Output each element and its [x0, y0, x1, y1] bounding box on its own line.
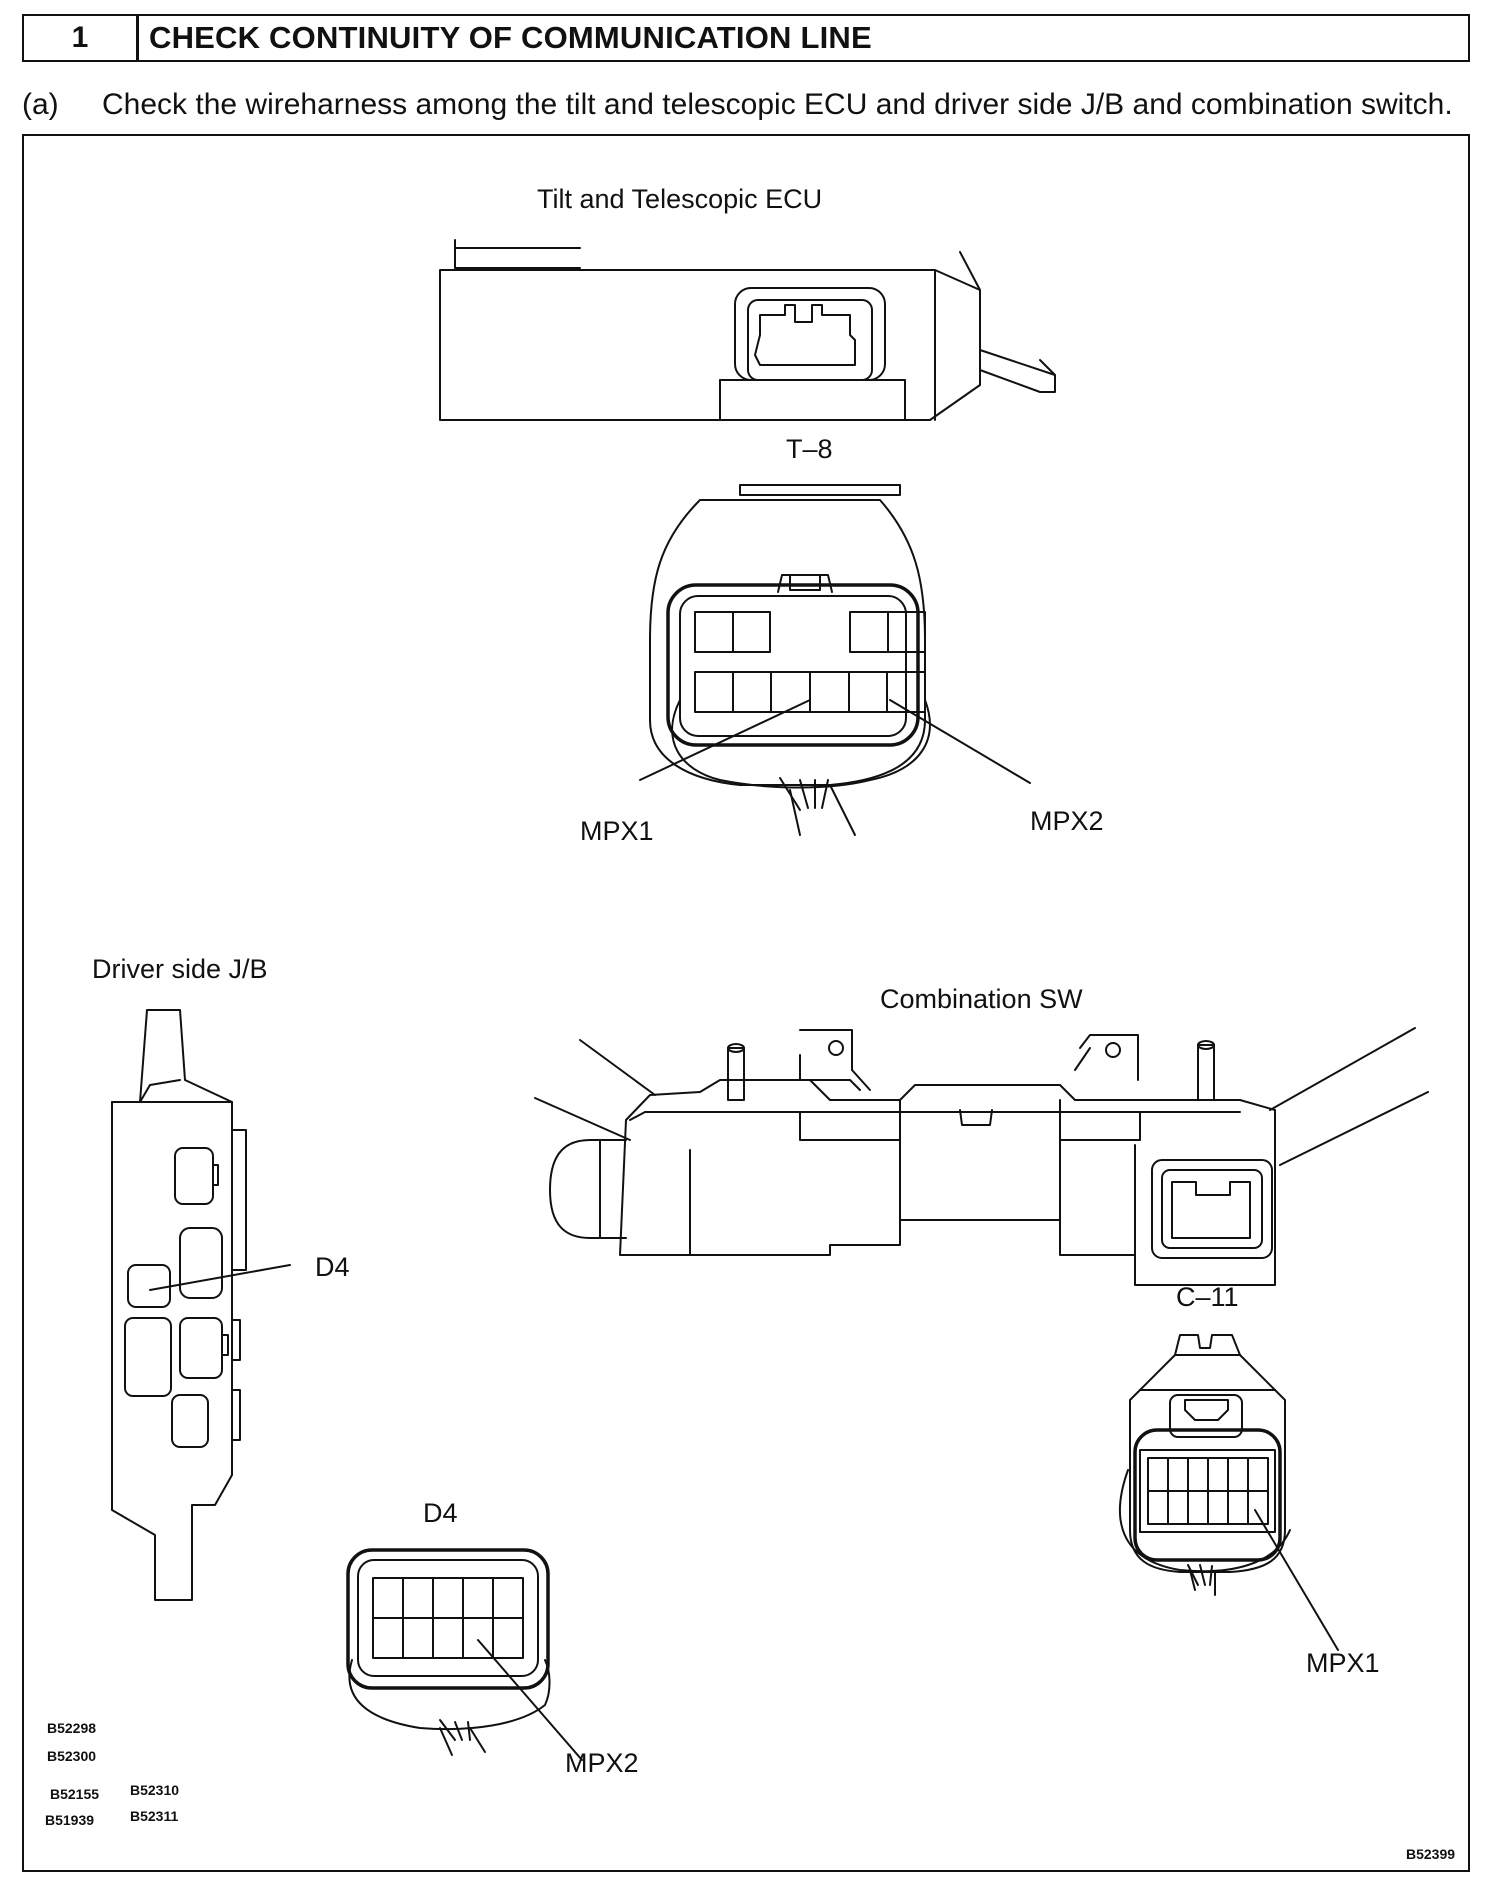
figure-frame: [22, 134, 1470, 1872]
combination-switch-title: Combination SW: [880, 984, 1083, 1014]
step-title: CHECK CONTINUITY OF COMMUNICATION LINE: [149, 20, 872, 55]
ecu-mpx2-label: MPX2: [1030, 806, 1104, 836]
ecu-mpx1-label: MPX1: [580, 816, 654, 846]
t8-connector-label: T–8: [786, 434, 833, 464]
c11-connector-label: C–11: [1176, 1282, 1239, 1312]
ref-code: B52155: [50, 1786, 100, 1802]
ref-code: B52298: [47, 1720, 97, 1736]
ref-code: B51939: [45, 1812, 95, 1828]
figure-id: B52399: [1406, 1846, 1456, 1862]
instruction-text: Check the wireharness among the tilt and…: [102, 88, 1453, 121]
t8-connector-illustration: [639, 484, 1031, 836]
jb-illustration: [111, 1009, 291, 1601]
d4-connector-illustration: [346, 1548, 583, 1761]
instruction-label: (a): [22, 88, 59, 121]
combination-switch-illustration: [534, 1027, 1429, 1286]
jb-d4-pointer-label: D4: [315, 1252, 350, 1282]
ref-code: B52311: [130, 1808, 179, 1824]
d4-connector-label: D4: [423, 1498, 458, 1528]
combsw-mpx1-label: MPX1: [1306, 1648, 1380, 1678]
jb-title: Driver side J/B: [92, 954, 268, 984]
ref-code: B52300: [47, 1748, 97, 1764]
step-header: 1 CHECK CONTINUITY OF COMMUNICATION LINE: [22, 14, 1470, 62]
instruction: (a) Check the wireharness among the tilt…: [22, 88, 1482, 122]
ecu-title: Tilt and Telescopic ECU: [537, 184, 823, 214]
ref-code: B52310: [130, 1782, 180, 1798]
step-number: 1: [24, 16, 139, 60]
c11-connector-illustration: [1118, 1334, 1339, 1651]
ecu-body-illustration: [439, 239, 1056, 421]
jb-mpx2-label: MPX2: [565, 1748, 639, 1778]
